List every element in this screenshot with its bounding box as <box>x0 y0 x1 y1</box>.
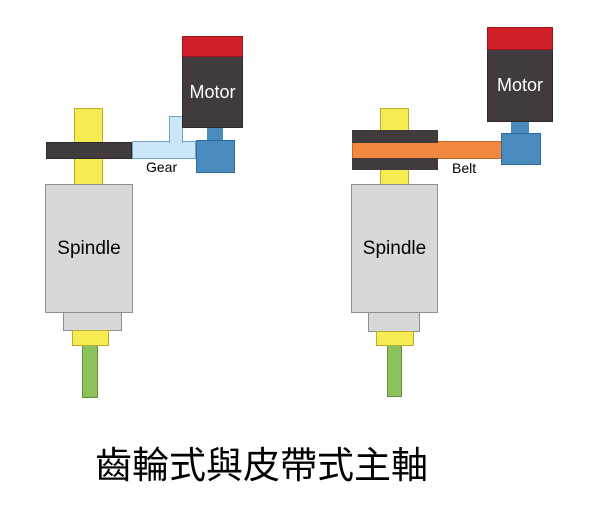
gear-key-tab <box>169 116 183 143</box>
spindle-nose-collar <box>72 330 109 346</box>
belt-drive-label: Belt <box>452 160 477 176</box>
tool-shaft <box>387 344 402 397</box>
spindle-housing: Spindle <box>45 184 133 313</box>
motor-coupler-block <box>501 133 541 165</box>
motor-coupler-block <box>196 140 235 173</box>
gear-drive-label: Gear <box>146 159 178 175</box>
gear-pulley-bar <box>46 142 132 159</box>
spindle-nose-step <box>368 312 420 332</box>
gear-train-bar <box>132 141 196 159</box>
motor-label: Motor <box>189 81 236 102</box>
pulley-flange-bottom <box>352 158 438 170</box>
motor-label: Motor <box>496 75 543 95</box>
belt-band <box>352 141 502 159</box>
diagram-caption: 齒輪式與皮帶式主軸 <box>95 444 428 487</box>
spindle-label: Spindle <box>57 237 121 259</box>
motor-coupler-neck <box>511 121 529 135</box>
motor-cap <box>487 27 553 50</box>
pulley-flange-top <box>352 130 438 143</box>
spindle-nose-step <box>63 312 122 331</box>
tool-shaft <box>82 345 98 398</box>
spindle-label: Spindle <box>362 237 427 259</box>
spindle-nose-collar <box>376 331 414 346</box>
motor-coupler-neck <box>207 127 223 142</box>
motor-body: Motor <box>487 49 553 122</box>
motor-cap <box>182 36 243 57</box>
spindle-housing: Spindle <box>351 184 438 313</box>
motor-body: Motor <box>182 56 243 128</box>
